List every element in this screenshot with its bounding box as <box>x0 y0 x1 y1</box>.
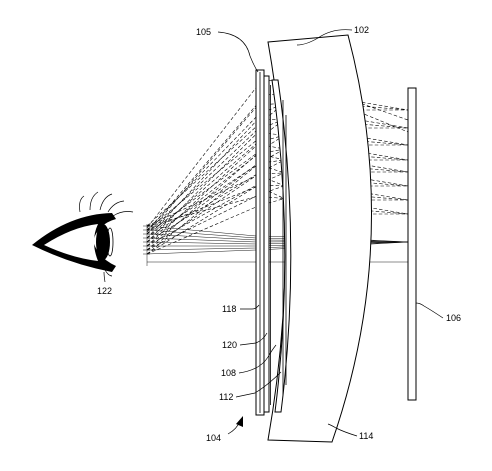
eyelash-lower <box>103 267 113 277</box>
ray-dashed <box>146 171 409 251</box>
leader-102 <box>296 29 353 46</box>
eye-iris <box>96 224 110 260</box>
label-118: 118 <box>222 304 236 314</box>
ray-dashed <box>146 139 409 239</box>
display-panel <box>407 87 417 401</box>
eyelash-4 <box>107 200 125 213</box>
ray-dashed <box>146 157 409 247</box>
label-105: 105 <box>196 27 211 37</box>
leader-108 <box>238 344 277 374</box>
label-114: 114 <box>359 431 373 441</box>
arrow-104-head <box>236 416 243 427</box>
eyelash-3 <box>99 193 113 211</box>
leader-120 <box>239 332 268 346</box>
leader-122 <box>103 271 106 283</box>
eye-white <box>44 224 98 261</box>
leader-105 <box>217 31 259 73</box>
label-104: 104 <box>206 433 221 443</box>
ray-dashed <box>146 118 408 239</box>
ray-dashed <box>146 113 409 235</box>
eyelash-5 <box>112 211 134 217</box>
label-112: 112 <box>219 392 233 402</box>
label-122: 122 <box>97 286 112 296</box>
ray-dashed <box>146 132 408 243</box>
eyelash-2 <box>89 191 99 211</box>
ray-dashed <box>146 193 409 255</box>
leader-106 <box>415 302 444 319</box>
eye-cornea <box>106 227 114 257</box>
eyelash-1 <box>79 195 85 213</box>
ray-dashed <box>146 124 409 235</box>
eye-icon <box>32 191 134 277</box>
label-102: 102 <box>354 25 369 35</box>
leader-118 <box>240 304 260 310</box>
label-106: 106 <box>446 313 461 323</box>
ray-dashed <box>146 143 408 247</box>
flat-plate-inner <box>263 75 270 413</box>
label-120: 120 <box>222 340 237 350</box>
label-108: 108 <box>221 368 236 378</box>
ray-dashed <box>146 163 408 255</box>
leader-114 <box>327 423 358 437</box>
leader-112 <box>235 371 282 398</box>
